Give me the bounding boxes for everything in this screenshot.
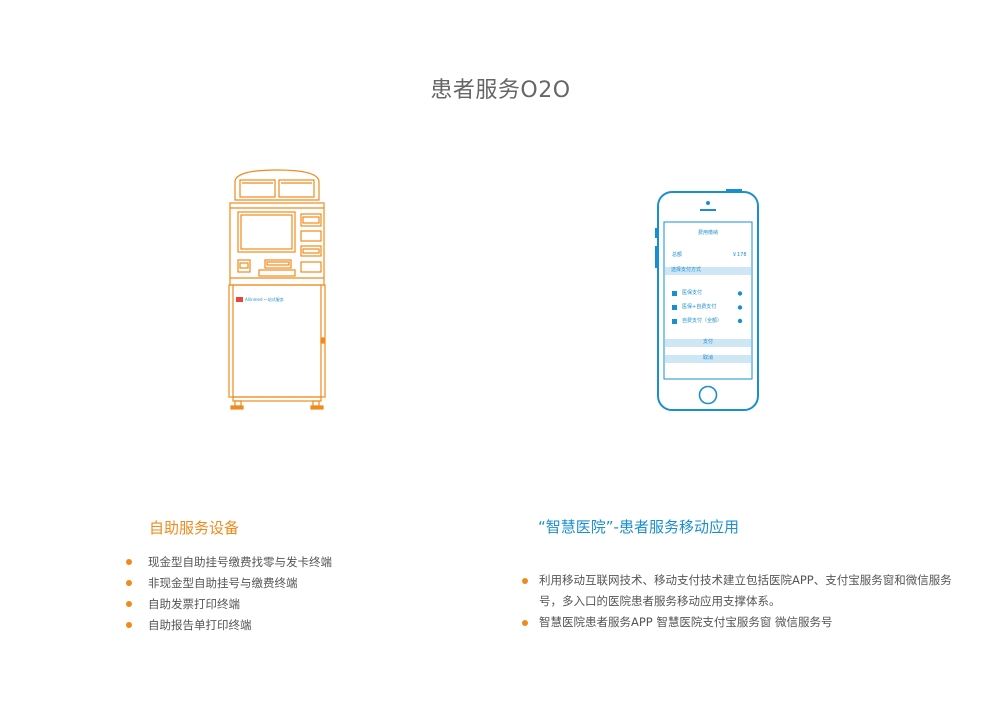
phone-option-2[interactable]: 医保+自费支付 <box>682 304 717 310</box>
self-service-title: 自助服务设备 <box>149 519 240 537</box>
phone-total-label: 总额 <box>672 252 683 258</box>
phone-pay-method-label: 选择支付方式 <box>671 267 702 273</box>
list-item: 现金型自助挂号缴费找零与发卡终端 <box>126 554 478 575</box>
list-item: 利用移动互联网技术、移动支付技术建立包括医院APP、支付宝服务窗和微信服务号，多… <box>522 570 959 612</box>
kiosk-brand-label: Allinmed 一站式服务 <box>245 297 284 302</box>
list-item: 智慧医院患者服务APP 智慧医院支付宝服务窗 微信服务号 <box>522 612 959 633</box>
bullet-dot-icon <box>126 580 132 586</box>
self-service-list: 现金型自助挂号缴费找零与发卡终端 非现金型自助挂号与缴费终端 自助发票打印终端 … <box>126 554 478 638</box>
bullet-dot-icon <box>522 620 528 626</box>
bullet-dot-icon <box>126 559 132 565</box>
list-item: 自助报告单打印终端 <box>126 617 478 638</box>
phone-cancel-button[interactable]: 取消 <box>702 355 713 361</box>
phone-illustration: 费用缴纳 总额 ￥178 选择支付方式 医保支付 医保+自费支付 自费支付（全额… <box>654 188 762 414</box>
phone-option-3[interactable]: 自费支付（全额） <box>682 318 723 324</box>
phone-total-value: ￥178 <box>732 252 747 258</box>
bullet-dot-icon <box>126 622 132 628</box>
bullet-dot-icon <box>126 601 132 607</box>
kiosk-illustration: Allinmed 一站式服务 <box>225 168 329 412</box>
smart-hospital-list: 利用移动互联网技术、移动支付技术建立包括医院APP、支付宝服务窗和微信服务号，多… <box>522 570 959 633</box>
bullet-dot-icon <box>522 578 528 584</box>
phone-screen-title: 费用缴纳 <box>697 230 718 236</box>
page-title: 患者服务O2O <box>430 78 571 103</box>
smart-hospital-title: “智慧医院”-患者服务移动应用 <box>538 518 739 536</box>
phone-option-1[interactable]: 医保支付 <box>682 290 703 296</box>
phone-pay-button[interactable]: 支付 <box>702 339 713 345</box>
list-item: 自助发票打印终端 <box>126 596 478 617</box>
list-item: 非现金型自助挂号与缴费终端 <box>126 575 478 596</box>
